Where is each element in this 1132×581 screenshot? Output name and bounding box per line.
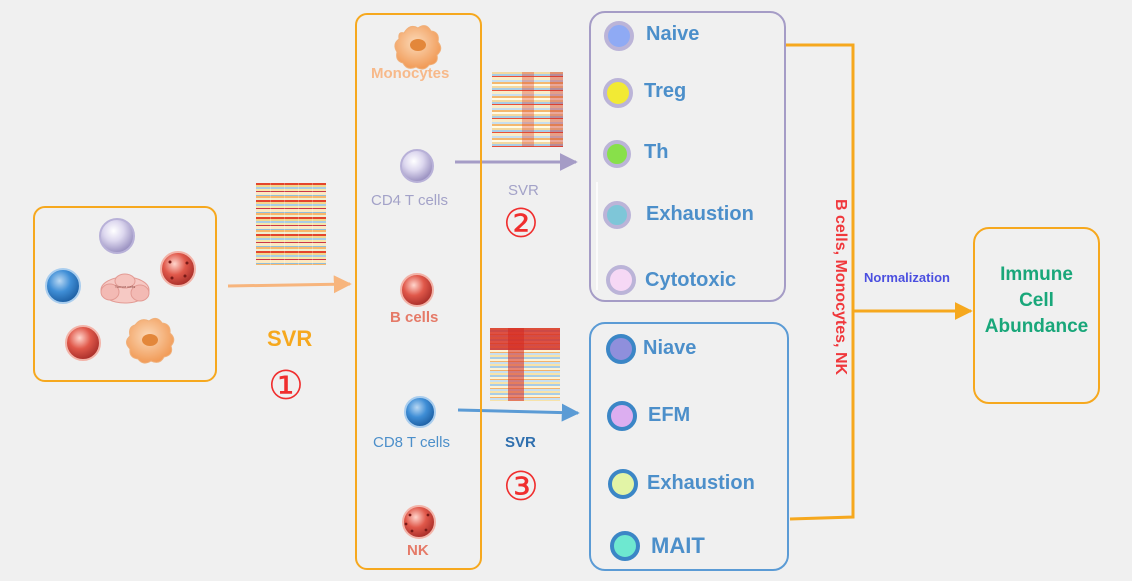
output-text: Immune Cell Abundance [973, 262, 1100, 340]
cd8-cell-icon [45, 268, 81, 304]
th-label: Th [644, 141, 669, 163]
arrow-cd8-to-subsets [457, 403, 580, 422]
step1-method: SVR [267, 326, 313, 351]
exhaustion-cd8-label: Exhaustion [647, 472, 755, 494]
bcell-cell-icon [65, 325, 101, 361]
bracket-line [786, 43, 855, 521]
step3-number: ③ [503, 465, 539, 509]
output-line-3: Abundance [984, 316, 1089, 337]
nk-cell-icon [160, 251, 196, 287]
exhaustion-cd8-icon [608, 469, 638, 499]
cd4-icon [400, 149, 434, 183]
th-icon [603, 140, 631, 168]
naive-cd4-label: Naive [646, 23, 700, 45]
heatmap-3 [490, 328, 560, 401]
efm-label: EFM [648, 404, 691, 426]
side-label: B cells, Monocytes, NK [832, 199, 849, 376]
heatmap-1 [256, 183, 326, 265]
naive-cd8-icon [606, 334, 636, 364]
mixture-box [33, 206, 217, 382]
bcells-label: B cells [390, 309, 439, 326]
normalization-label: Normalization [864, 270, 950, 285]
treg-icon [603, 78, 633, 108]
step3-method: SVR [505, 434, 536, 451]
nk-label: NK [407, 542, 429, 559]
exhaustion-cd4-label: Exhaustion [646, 203, 754, 225]
heatmap-2 [492, 72, 563, 147]
cd4-subsets-box [589, 11, 786, 302]
cd8-subsets-box [589, 322, 789, 571]
cytotoxic-label: Cytotoxic [645, 269, 737, 291]
step2-number: ② [503, 202, 539, 246]
bcell-icon [400, 273, 434, 307]
step2-method: SVR [508, 182, 539, 199]
mait-label: MAIT [651, 533, 705, 558]
tumor-cells-icon [100, 273, 150, 304]
output-line-1: Immune [1000, 264, 1073, 285]
major-types-box [355, 13, 482, 570]
cd4-cell-icon [99, 218, 135, 254]
cd4-label: CD4 T cells [371, 192, 448, 209]
treg-label: Treg [644, 80, 687, 102]
mait-icon [610, 531, 640, 561]
cd8-label: CD8 T cells [373, 434, 450, 451]
cytotoxic-icon [606, 265, 636, 295]
tumor-cells-label: Tumor cells [114, 284, 136, 289]
step1-number: ① [268, 364, 304, 408]
naive-cd4-icon [604, 21, 634, 51]
output-box [973, 227, 1100, 404]
cd8-icon [404, 396, 436, 428]
arrow-mixture-to-types [227, 275, 352, 294]
efm-icon [607, 401, 637, 431]
monocytes-label: Monocytes [371, 65, 450, 82]
output-line-2: Cell [1019, 290, 1054, 311]
exhaustion-cd4-icon [603, 201, 631, 229]
naive-cd8-label: Niave [643, 337, 697, 359]
